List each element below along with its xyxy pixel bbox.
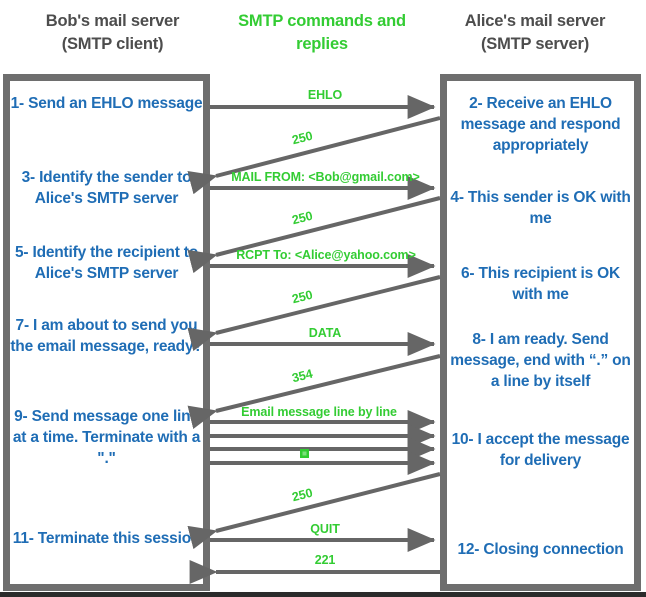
server-step-2: 2- Receive an EHLO message and respond a… (460, 95, 621, 154)
server-panel: 2- Receive an EHLO message and respond a… (440, 74, 641, 591)
arrow-reply-250-d (187, 472, 441, 550)
server-step-4: 4- This sender is OK with me (450, 189, 631, 227)
label-mail-from: MAIL FROM: <Bob@gmail.com> (231, 170, 420, 184)
header-server-line2: (SMTP server) (480, 35, 590, 53)
server-step-12: 12- Closing connection (457, 541, 624, 558)
server-panel-inner: 2- Receive an EHLO message and respond a… (447, 81, 634, 584)
header-middle: SMTP commands and replies (222, 10, 422, 56)
label-quit: QUIT (310, 522, 340, 536)
header-middle-line1: SMTP commands and (238, 12, 406, 30)
client-step-5: 5- Identify the recipient to Alice's SMT… (14, 244, 198, 282)
label-ehlo: EHLO (307, 88, 343, 102)
client-step-7: 7- I am about to send you the email mess… (10, 317, 203, 355)
header-client-line2: (SMTP client) (61, 35, 164, 53)
header-middle-line2: replies (296, 35, 348, 53)
arrow-reply-250-c (187, 275, 441, 352)
client-panel-inner: 1- Send an EHLO message 3- Identify the … (10, 81, 203, 584)
client-panel: 1- Send an EHLO message 3- Identify the … (3, 74, 210, 591)
header-client-line1: Bob's mail server (45, 12, 180, 30)
arrow-reply-250-b (187, 196, 441, 274)
server-step-10: 10- I accept the message for delivery (451, 431, 630, 469)
server-step-6: 6- This recipient is OK with me (460, 265, 621, 303)
client-step-3: 3- Identify the sender to Alice's SMTP s… (21, 169, 192, 207)
arrow-reply-250-a (187, 116, 441, 195)
label-message-body: Email message line by line (241, 405, 397, 419)
header-server-line1: Alice's mail server (464, 12, 606, 30)
header-client: Bob's mail server (SMTP client) (10, 10, 215, 56)
client-step-11: 11- Terminate this session (12, 530, 201, 547)
bottom-edge (0, 592, 646, 597)
header-server: Alice's mail server (SMTP server) (432, 10, 638, 56)
label-data: DATA (308, 326, 342, 340)
end-of-message-dot-core (302, 451, 307, 456)
server-step-8: 8- I am ready. Send message, end with “.… (450, 331, 631, 390)
label-reply-221: 221 (314, 553, 336, 567)
label-rcpt-to: RCPT To: <Alice@yahoo.com> (236, 248, 416, 262)
client-step-1: 1- Send an EHLO message (10, 95, 203, 112)
arrow-reply-354 (187, 354, 441, 429)
client-step-9: 9- Send message one line at a time. Term… (12, 408, 201, 467)
